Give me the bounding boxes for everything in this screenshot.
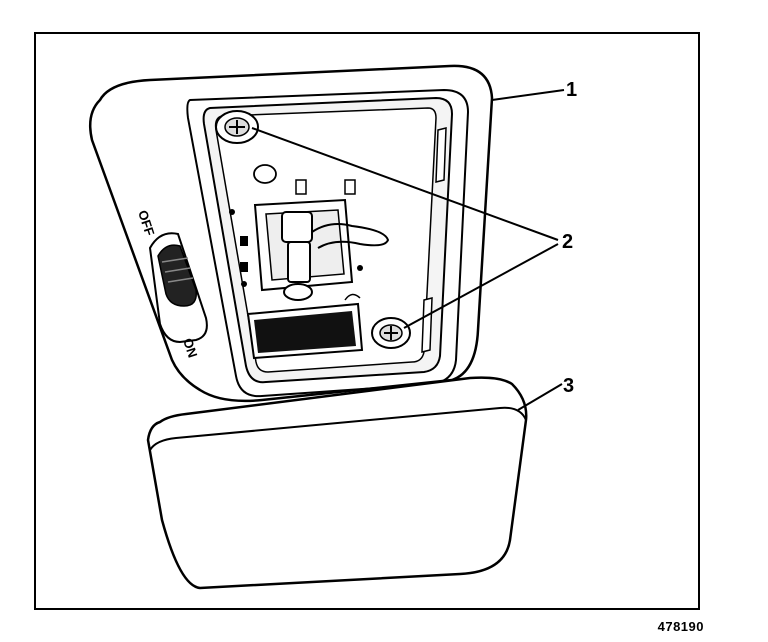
terminal-block [246, 293, 364, 360]
switch-on-label: ON [180, 336, 200, 359]
callout-3: 3 [563, 375, 574, 397]
leader-line-1 [491, 89, 565, 101]
upper-screw [215, 110, 259, 144]
retaining-clip [421, 297, 433, 353]
callout-2: 2 [562, 231, 573, 253]
leader-line-2a [251, 127, 559, 241]
lamp-lens [146, 376, 528, 590]
retaining-clip [435, 127, 447, 183]
bulb-socket [229, 179, 390, 301]
leader-line-2b [403, 243, 559, 329]
diagram-frame [34, 32, 700, 610]
callout-1: 1 [566, 79, 577, 101]
mounting-hole [253, 164, 277, 184]
figure-id: 478190 [657, 619, 704, 634]
leader-line-3 [517, 383, 563, 411]
lower-screw [371, 317, 411, 349]
